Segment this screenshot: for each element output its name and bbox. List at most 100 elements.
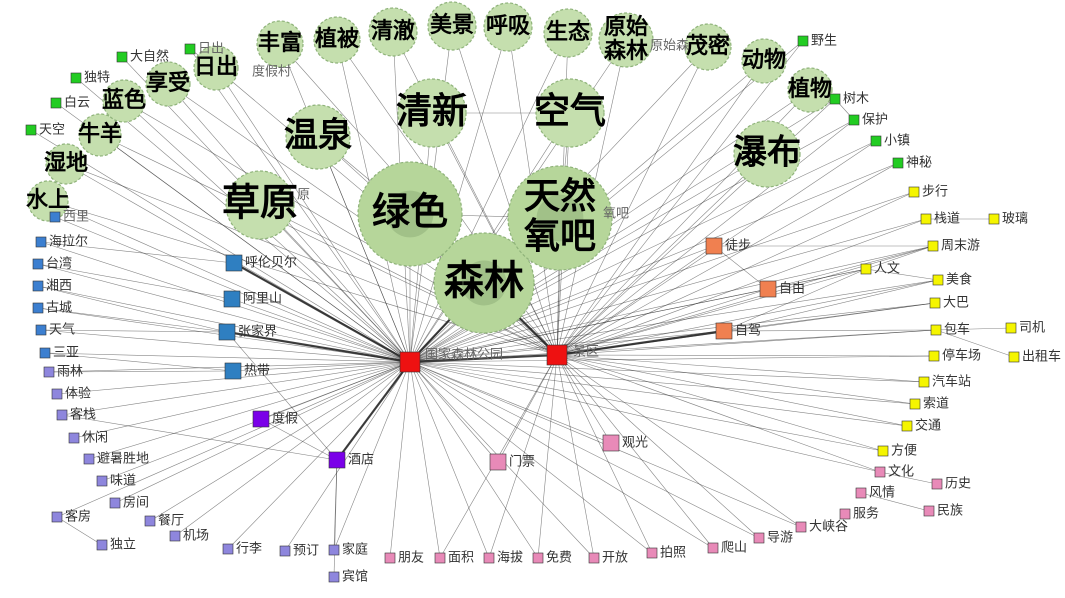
bubble-node-pubu[interactable]: 瀑布: [733, 120, 801, 188]
bubble-node-dongwu[interactable]: 动物: [741, 38, 787, 84]
node-daba[interactable]: 大巴: [929, 296, 969, 311]
bubble-node-zhibei[interactable]: 植被: [313, 16, 361, 64]
node-yuanshi_s[interactable]: 原始森: [650, 39, 689, 54]
node-alishan[interactable]: 阿里山: [223, 290, 282, 308]
node-jiating[interactable]: 家庭: [328, 542, 368, 558]
node-baoche[interactable]: 包车: [930, 322, 970, 338]
bubble-node-richu[interactable]: 日出: [193, 45, 239, 91]
node-boli[interactable]: 玻璃: [988, 212, 1028, 227]
bubble-node-maomi[interactable]: 茂密: [684, 23, 732, 71]
node-mianfei[interactable]: 免费: [532, 551, 572, 566]
bubble-node-kongqi[interactable]: 空气: [534, 78, 606, 148]
node-binguan[interactable]: 宾馆: [328, 569, 368, 585]
node-xiangxi[interactable]: 湘西: [32, 279, 72, 294]
hub-node-scenic-area[interactable]: 景区: [546, 345, 599, 366]
node-xingli[interactable]: 行李: [222, 542, 262, 557]
node-daxiagu[interactable]: 大峡谷: [795, 520, 848, 535]
node-bishu[interactable]: 避暑胜地: [83, 452, 149, 467]
node-taiwan[interactable]: 台湾: [32, 256, 72, 272]
node-qichezhan[interactable]: 汽车站: [918, 374, 971, 390]
bubble-node-wenquan[interactable]: 温泉: [284, 104, 352, 170]
node-fangbian[interactable]: 方便: [877, 443, 917, 459]
node-zhoumoyou[interactable]: 周末游: [927, 239, 980, 254]
node-haiba[interactable]: 海拔: [483, 551, 523, 566]
bubble-node-shidi[interactable]: 湿地: [44, 143, 88, 185]
node-minzu[interactable]: 民族: [923, 503, 963, 519]
node-guanguang[interactable]: 观光: [602, 434, 648, 452]
bubble-node-senlin[interactable]: 森林: [433, 232, 535, 334]
bubble-node-lvse[interactable]: 绿色: [357, 161, 463, 267]
bubble-node-huxi[interactable]: 呼吸: [483, 2, 533, 52]
node-renwen[interactable]: 人文: [860, 262, 900, 277]
node-suodao[interactable]: 索道: [909, 397, 949, 412]
bubble-node-caoyuan[interactable]: 草原: [222, 170, 298, 240]
node-duli[interactable]: 独立: [96, 538, 136, 553]
node-fangjian[interactable]: 房间: [109, 495, 149, 511]
bubble-node-niuyang[interactable]: 牛羊: [78, 113, 122, 157]
node-zijia[interactable]: 自驾: [715, 322, 761, 340]
bubble-node-qingxin[interactable]: 清新: [396, 78, 468, 148]
node-dute[interactable]: 独特: [70, 71, 110, 86]
node-tubu[interactable]: 徒步: [705, 237, 751, 255]
node-yesheng[interactable]: 野生: [797, 34, 837, 49]
node-kaifang[interactable]: 开放: [588, 551, 628, 566]
node-tianqi[interactable]: 天气: [35, 322, 75, 338]
node-lishi[interactable]: 历史: [931, 477, 971, 492]
bubble-node-xiangshou[interactable]: 享受: [145, 61, 191, 107]
node-ziyou[interactable]: 自由: [759, 280, 805, 298]
node-jichang[interactable]: 机场: [169, 529, 209, 544]
node-xiuxian[interactable]: 休闲: [68, 431, 108, 446]
node-yuan[interactable]: 原: [297, 188, 310, 203]
node-zhangjiajie[interactable]: 张家界: [218, 324, 277, 341]
node-tingchechang[interactable]: 停车场: [928, 348, 981, 364]
node-hulunbeier[interactable]: 呼伦贝尔: [225, 254, 297, 272]
node-tiyan[interactable]: 体验: [51, 386, 91, 402]
node-menpiao[interactable]: 门票: [489, 453, 535, 471]
node-dujia_s[interactable]: 度假村: [252, 64, 291, 80]
bubble-node-shuishang[interactable]: 水上: [26, 180, 70, 222]
node-pengyou[interactable]: 朋友: [384, 550, 424, 566]
bubble-node-zhiwu[interactable]: 植物: [787, 67, 833, 113]
bubble-node-qingche[interactable]: 清澈: [368, 7, 418, 57]
node-weidao[interactable]: 味道: [96, 474, 136, 489]
node-wenhua[interactable]: 文化: [874, 465, 914, 480]
node-richu_s[interactable]: 日出: [184, 42, 224, 57]
node-yuding[interactable]: 预订: [279, 544, 319, 559]
hub-node-national-forest-park[interactable]: 国家森林公园: [399, 347, 503, 373]
node-daoyou[interactable]: 导游: [753, 531, 793, 546]
node-baohu[interactable]: 保护: [848, 113, 888, 128]
node-pashan[interactable]: 爬山: [707, 541, 747, 556]
node-xiaozhen[interactable]: 小镇: [870, 134, 910, 149]
node-canting[interactable]: 餐厅: [144, 513, 184, 529]
bubble-node-shengtai[interactable]: 生态: [543, 8, 593, 58]
node-chuzuche[interactable]: 出租车: [1008, 349, 1061, 365]
node-kezhan[interactable]: 客栈: [56, 407, 96, 423]
node-kefang[interactable]: 客房: [51, 509, 91, 525]
node-gucheng[interactable]: 古城: [32, 301, 72, 316]
node-shumu[interactable]: 树木: [829, 92, 869, 107]
node-yulin[interactable]: 雨林: [43, 365, 83, 380]
node-xilili[interactable]: 西里: [49, 210, 89, 225]
node-fuwu[interactable]: 服务: [839, 506, 879, 522]
node-buxing[interactable]: 步行: [908, 185, 948, 200]
node-jiaotong[interactable]: 交通: [901, 418, 941, 434]
node-mianji[interactable]: 面积: [434, 551, 474, 566]
node-yangba[interactable]: 氧吧: [603, 207, 629, 222]
node-zhandao[interactable]: 栈道: [920, 212, 960, 227]
node-shenmi[interactable]: 神秘: [892, 156, 932, 171]
node-jiudian[interactable]: 酒店: [328, 451, 374, 469]
node-dazi[interactable]: 大自然: [116, 49, 169, 65]
node-siji[interactable]: 司机: [1005, 321, 1045, 336]
node-sanya[interactable]: 三亚: [39, 346, 79, 361]
node-tiankong[interactable]: 天空: [25, 123, 65, 138]
node-dujia[interactable]: 度假: [252, 411, 298, 428]
bubble-node-meijing[interactable]: 美景: [427, 1, 477, 51]
node-meishi[interactable]: 美食: [932, 272, 972, 288]
node-redai[interactable]: 热带: [224, 362, 270, 380]
node-hailaer[interactable]: 海拉尔: [35, 235, 88, 250]
node-paizhao[interactable]: 拍照: [646, 546, 686, 561]
bubble-node-fengfu[interactable]: 丰富: [256, 20, 304, 68]
node-baiyun[interactable]: 白云: [50, 95, 90, 111]
